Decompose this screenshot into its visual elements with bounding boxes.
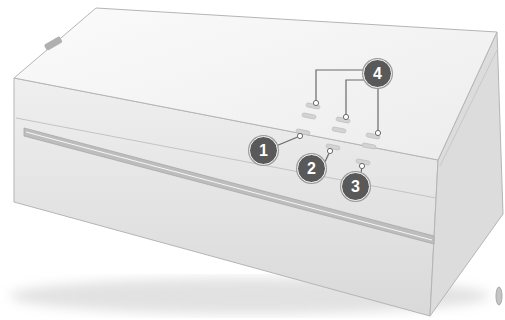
indicator-light (332, 127, 347, 134)
sealing-slot (24, 128, 434, 244)
leader-line (346, 80, 366, 116)
callout-number: 1 (249, 136, 278, 165)
leader-dot (375, 130, 380, 135)
leader-dot (343, 114, 348, 119)
brand-logo (44, 36, 63, 51)
leader-dot (297, 133, 302, 138)
leader-lines (276, 70, 378, 181)
indicator-light (302, 113, 317, 120)
callout-number: 3 (341, 172, 370, 201)
slot-highlight (26, 132, 432, 240)
leader-line (316, 70, 366, 102)
callout-number: 2 (297, 154, 326, 183)
leader-dot (327, 148, 332, 153)
leader-line (377, 88, 378, 132)
leader-dot (313, 100, 318, 105)
leader-dot (359, 163, 364, 168)
leader-line (276, 136, 300, 146)
indicator-light (362, 143, 377, 150)
lid-side-edge (440, 48, 498, 166)
side-button (496, 287, 502, 305)
callout-number: 4 (363, 59, 392, 88)
